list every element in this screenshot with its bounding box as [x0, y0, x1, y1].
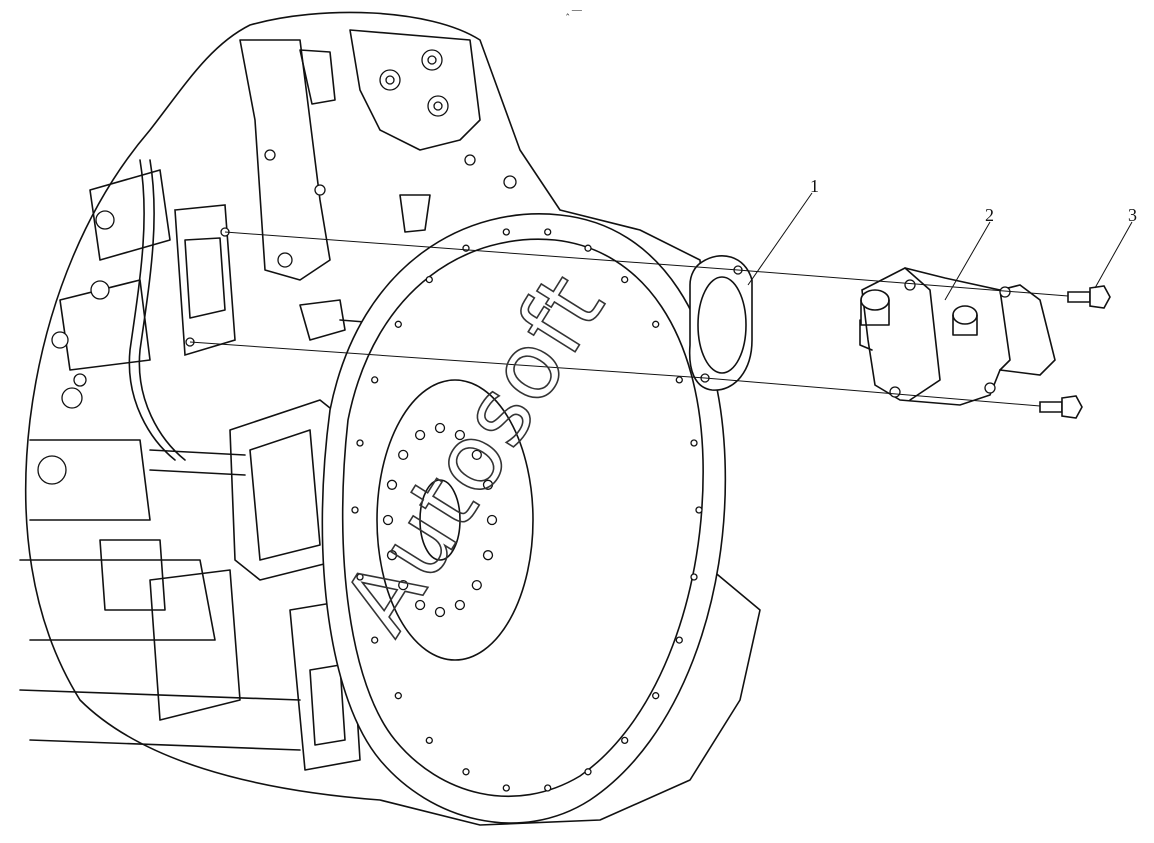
gasket	[688, 254, 753, 391]
housing-bolt-hole	[584, 768, 592, 776]
housing-bolt-hole	[351, 506, 359, 514]
flywheel-bolt-hole	[382, 514, 394, 526]
housing-bolt-hole	[544, 784, 552, 792]
housing-bolt-hole	[425, 736, 433, 745]
callout-label-3: 3	[1128, 205, 1137, 225]
flywheel-bolt-hole	[434, 606, 446, 618]
callout-3: 3	[1094, 205, 1137, 289]
flywheel-bolt-hole	[386, 479, 398, 490]
housing-bolt-hole	[675, 636, 683, 644]
housing-bolt-hole	[356, 573, 364, 581]
housing-bolt-hole	[371, 376, 379, 384]
flywheel-bolt-hole	[482, 550, 494, 561]
callout-label-2: 2	[985, 205, 994, 225]
housing-bolt-hole	[690, 573, 698, 581]
housing-bolt-hole	[675, 376, 683, 384]
flywheel-bolt-hole	[386, 550, 398, 561]
housing-bolt-hole	[356, 439, 364, 447]
housing-bolt-hole	[394, 692, 402, 700]
housing-bolt-hole	[621, 275, 629, 284]
housing-bolt-hole	[544, 228, 552, 236]
alignment-lines	[189, 231, 1069, 407]
flywheel-bolt-hole	[398, 579, 409, 591]
flywheel-bolt-hole	[482, 479, 494, 490]
housing-bolt-hole	[502, 784, 510, 792]
flywheel	[376, 379, 534, 661]
housing-bolt-hole	[652, 320, 660, 328]
flywheel-bolt-hole	[486, 514, 498, 526]
flywheel-bolt-hole	[454, 429, 466, 441]
housing-bolt-hole	[690, 439, 698, 447]
flywheel-bolt-hole	[414, 429, 426, 441]
housing-bolt-hole	[695, 506, 703, 514]
top-mark: ‸ —	[566, 5, 583, 16]
flywheel-bolt-hole	[398, 449, 409, 461]
housing-bolt-hole	[425, 275, 433, 284]
mounting-bolt-lower	[1039, 395, 1083, 419]
pump-assembly	[859, 267, 1056, 406]
housing-bolt-hole	[502, 228, 510, 236]
crankshaft-hub	[419, 479, 461, 561]
callout-1: 1	[747, 176, 819, 286]
housing-bolt-hole	[621, 736, 629, 745]
flywheel-bolt-hole	[414, 599, 426, 611]
mounting-bolt-upper	[1067, 285, 1111, 309]
housing-bolt-hole	[652, 692, 660, 700]
housing-bolt-hole	[584, 244, 592, 252]
housing-bolt-hole	[394, 320, 402, 328]
callout-2: 2	[944, 205, 994, 301]
flywheel-bolt-hole	[454, 599, 466, 611]
flywheel-bolt-hole	[471, 449, 482, 461]
housing-bolt-hole	[462, 768, 470, 776]
flywheel-bolt-hole	[471, 579, 482, 591]
housing-bolt-hole	[371, 636, 379, 644]
engine-block	[19, 11, 761, 826]
callout-label-1: 1	[810, 176, 819, 196]
flywheel-housing	[321, 213, 727, 824]
flywheel-bolt-hole	[434, 422, 446, 434]
